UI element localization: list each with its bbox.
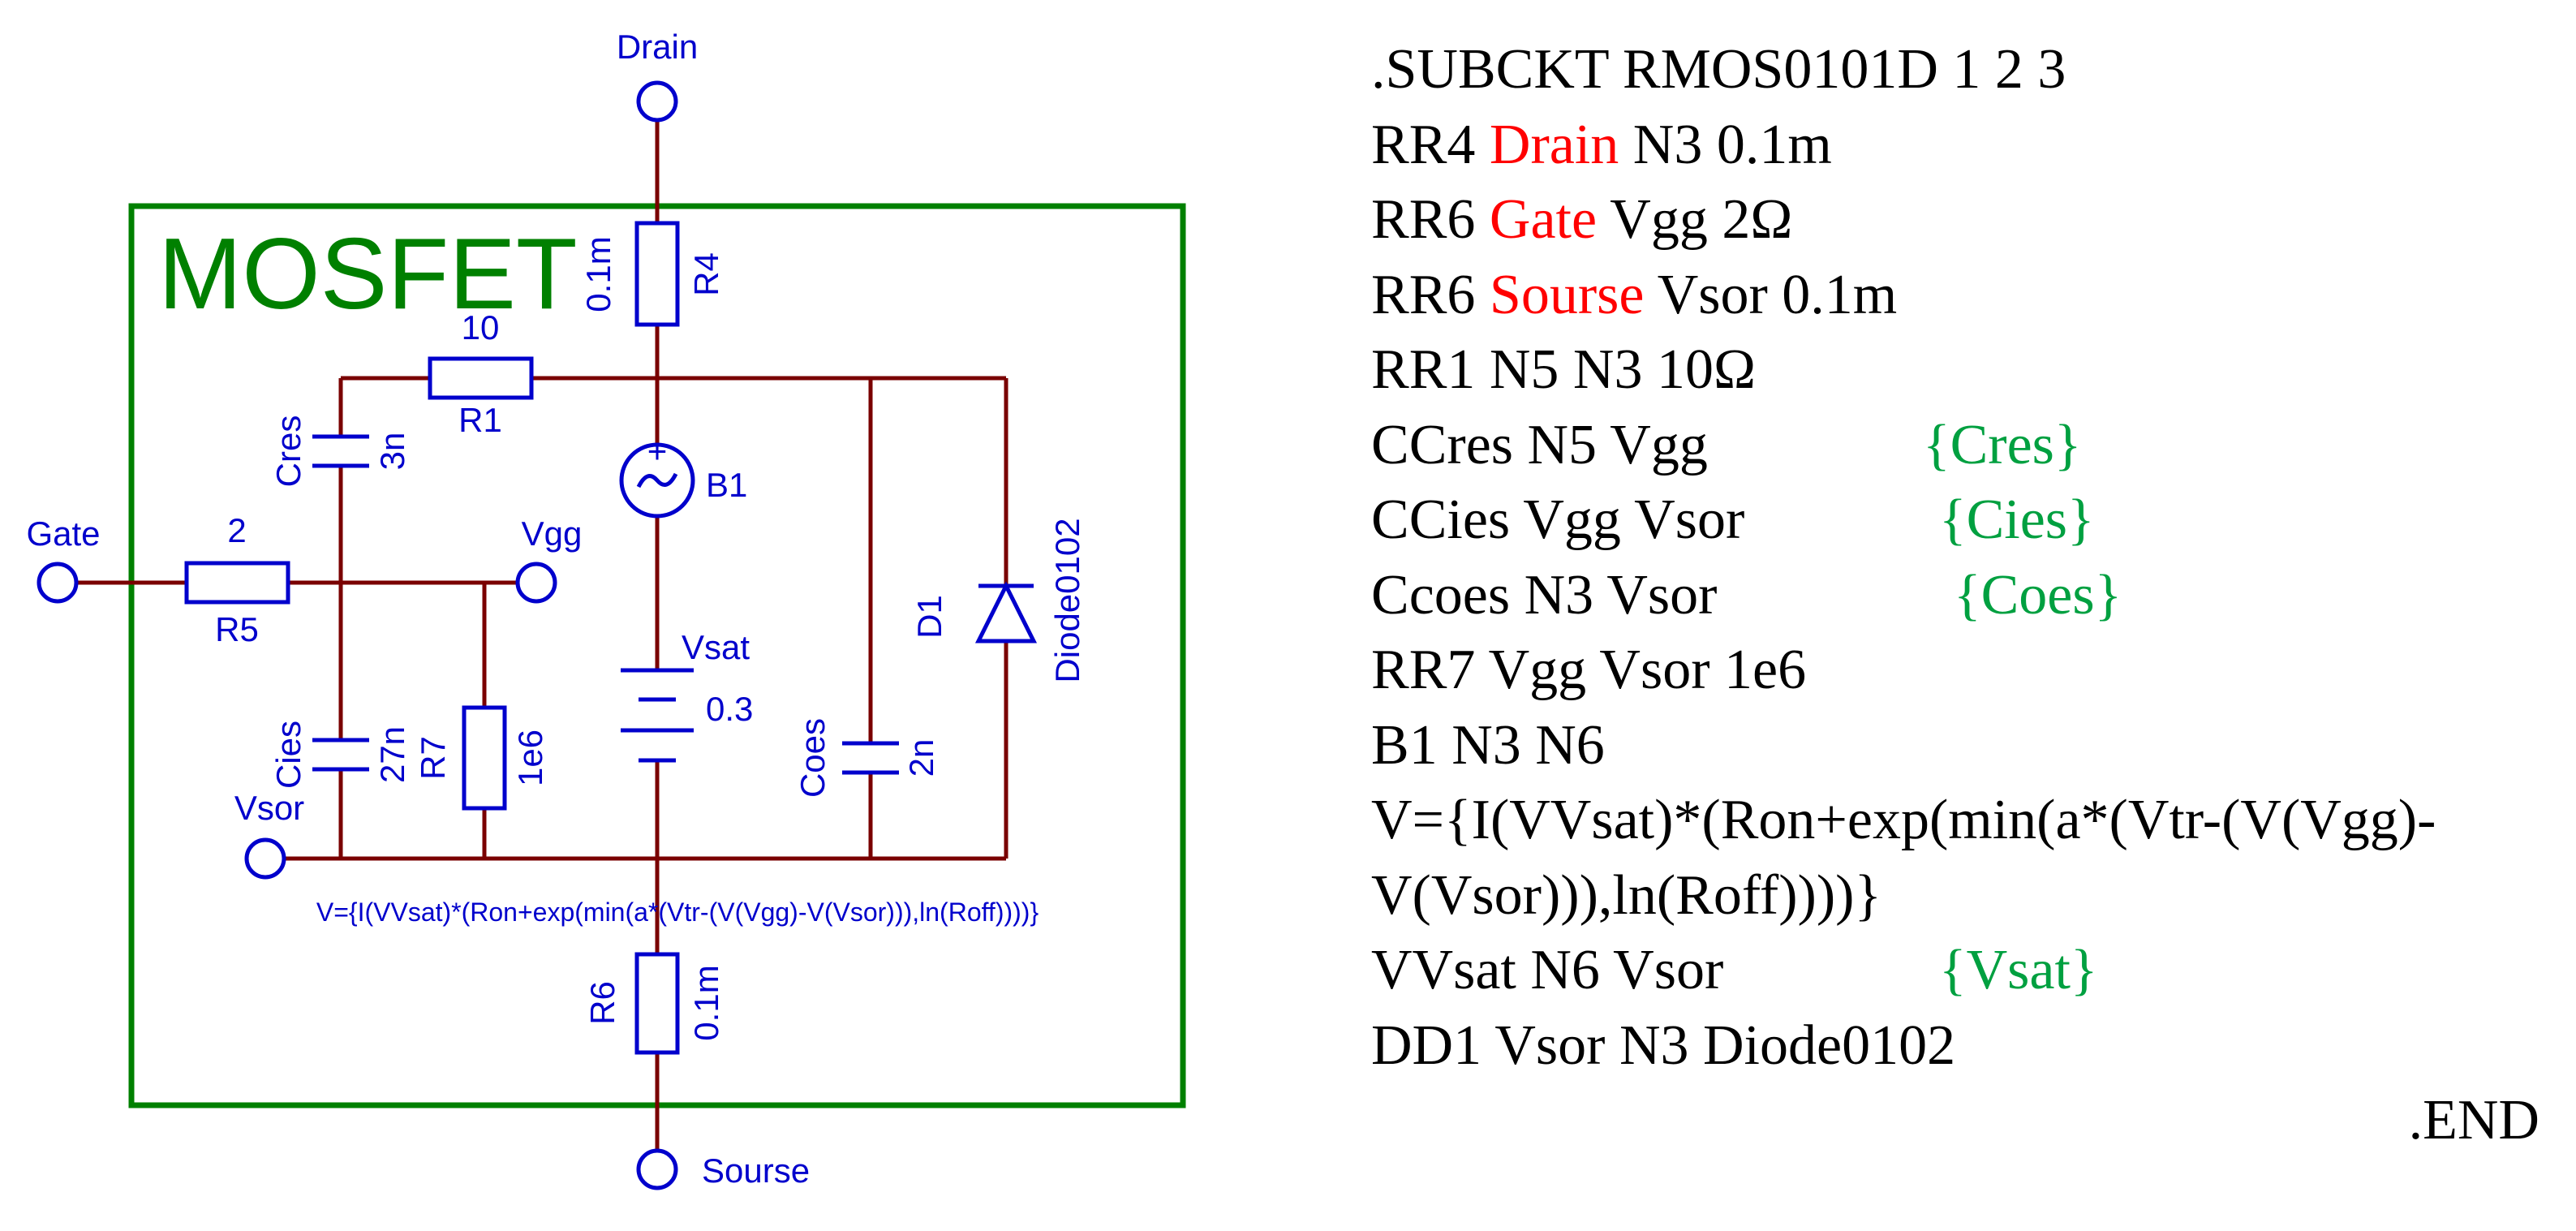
spice-netlist: .SUBCKT RMOS0101D 1 2 3 RR4 Drain N3 0.1… [1371,32,2548,1159]
resistor-r1[interactable]: 10 R1 [428,308,534,439]
capacitor-cies[interactable]: Cies 27n [269,721,411,789]
netlist-param: {Cres} [1923,413,2082,476]
port-source-label: Sourse [702,1151,810,1190]
capacitor-coes[interactable]: Coes 2n [793,718,940,798]
netlist-param: {Cies} [1939,489,2095,551]
netlist-line: RR6 Sourse Vsor 0.1m [1371,263,1898,326]
netlist-line: RR7 Vgg Vsor 1e6 [1371,639,1807,701]
port-vgg[interactable]: Vgg [515,514,583,604]
netlist-line: DD1 Vsor N3 Diode0102 [1371,1014,1956,1077]
port-source[interactable]: Sourse [636,1148,810,1190]
netlist-highlight: Drain [1489,113,1619,176]
coes-value: 2n [902,739,940,777]
b1-plus-icon: + [647,432,668,470]
netlist-line: RR4 Drain N3 0.1m [1371,113,1832,176]
r5-name: R5 [215,610,259,648]
resistor-r5[interactable]: 2 R5 [184,511,290,648]
r6-name: R6 [583,981,621,1025]
cies-value: 27n [373,726,411,783]
vsat-name: Vsat [682,628,750,666]
coes-name: Coes [793,718,832,798]
battery-vsat[interactable]: Vsat 0.3 [621,628,753,763]
port-drain-label: Drain [617,28,698,66]
port-gate-label: Gate [26,514,100,553]
resistor-r4[interactable]: 0.1m R4 [579,221,725,327]
r1-value: 10 [462,308,500,346]
netlist-end: .END [2408,1089,2539,1151]
r1-name: R1 [458,401,502,439]
r4-value: 0.1m [579,236,617,312]
d1-model: Diode0102 [1048,518,1086,682]
capacitor-cres[interactable]: Cres 3n [269,415,411,488]
netlist-highlight: Gate [1489,188,1598,251]
r7-name: R7 [414,736,452,780]
netlist-line: VVsat N6 Vsor{Vsat} [1371,939,2098,1001]
netlist-line: CCres N5 Vgg{Cres} [1371,413,2082,476]
port-drain[interactable]: Drain [617,28,698,123]
r4-name: R4 [687,252,725,296]
source-b1[interactable]: + B1 [619,432,747,519]
schematic-title: MOSFET [158,218,578,330]
vsat-value: 0.3 [706,690,753,728]
netlist-line: CCies Vgg Vsor{Cies} [1371,489,2095,551]
b1-name: B1 [706,466,747,504]
r7-value: 1e6 [511,730,549,786]
diode-d1[interactable]: D1 Diode0102 [910,518,1086,682]
r5-value: 2 [227,511,246,549]
cies-name: Cies [269,721,307,789]
port-vgg-label: Vgg [522,514,583,553]
port-vsor[interactable]: Vsor [234,789,304,880]
resistor-r7[interactable]: R7 1e6 [414,705,549,811]
netlist-line: V={I(VVsat)*(Ron+exp(min(a*(Vtr-(V(Vgg)- [1371,789,2436,851]
cres-value: 3n [373,433,411,471]
netlist-highlight: Sourse [1489,263,1645,326]
b1-formula: V={I(VVsat)*(Ron+exp(min(a*(Vtr-(V(Vgg)-… [316,897,1039,927]
resistor-r6[interactable]: R6 0.1m [583,952,725,1055]
wires [76,122,1008,1151]
netlist-line: RR6 Gate Vgg 2Ω [1371,188,1793,251]
port-vsor-label: Vsor [234,789,304,827]
netlist-line: V(Vsor))),ln(Roff))))} [1371,863,1882,927]
d1-name: D1 [910,595,948,639]
cres-name: Cres [269,415,307,488]
netlist-line: .SUBCKT RMOS0101D 1 2 3 [1371,38,2066,101]
r6-value: 0.1m [687,965,725,1040]
netlist-param: {Coes} [1954,563,2122,626]
port-gate[interactable]: Gate [26,514,101,604]
netlist-line: Ccoes N3 Vsor{Coes} [1371,563,2122,626]
netlist-line: B1 N3 N6 [1371,713,1605,777]
netlist-param: {Vsat} [1939,939,2098,1001]
netlist-line: RR1 N5 N3 10Ω [1371,338,1757,401]
